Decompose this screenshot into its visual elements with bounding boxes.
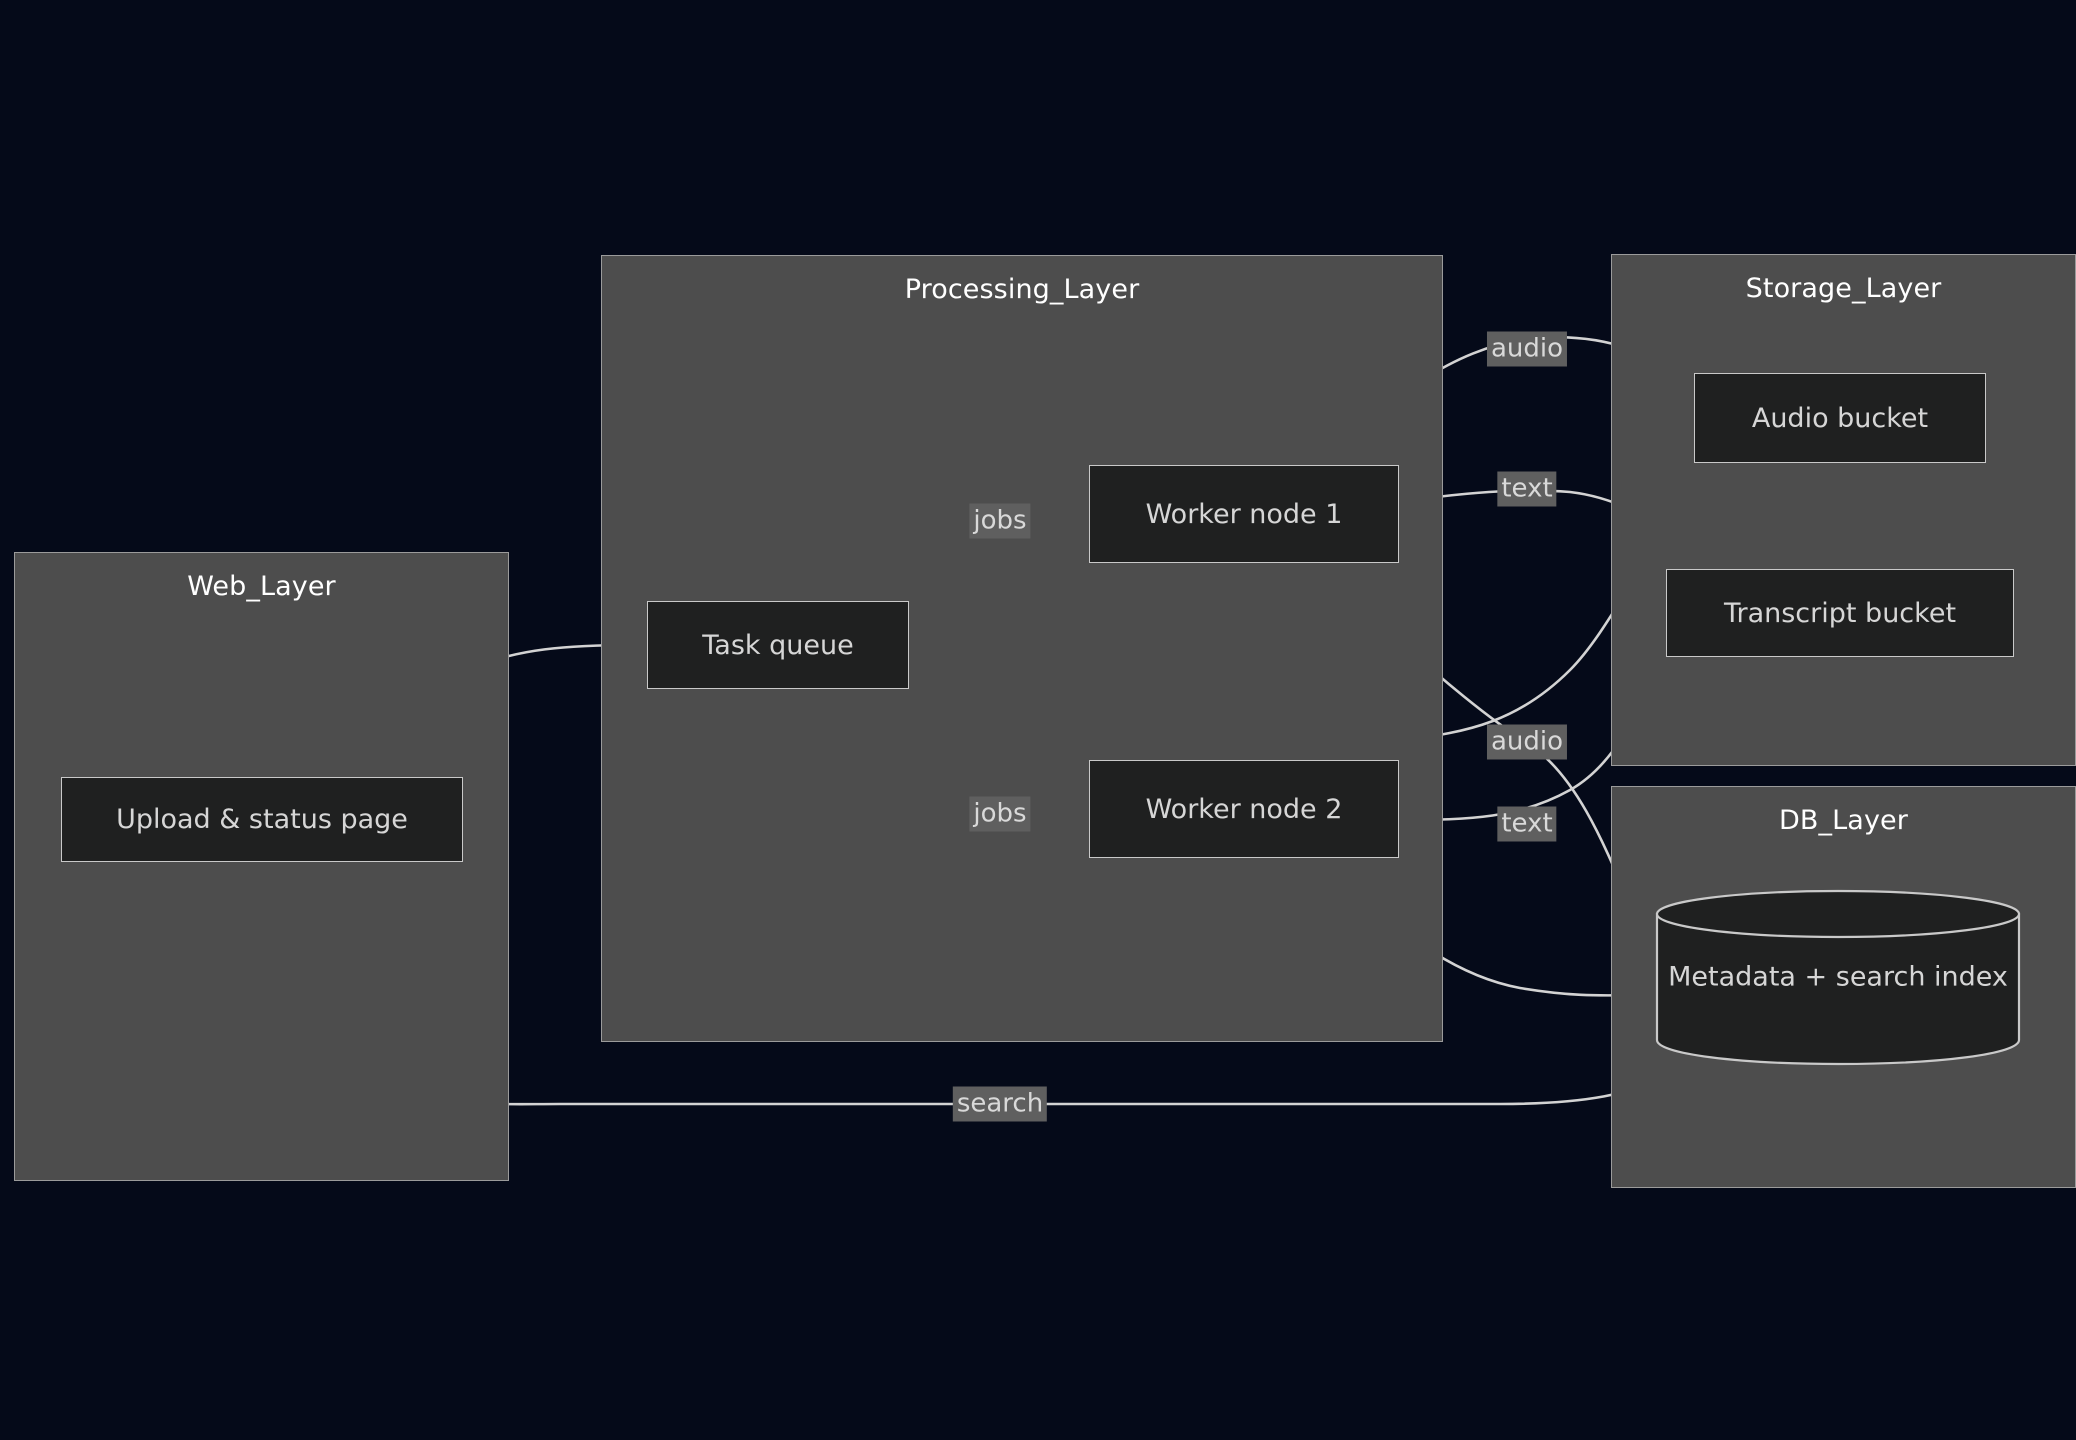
node-label-transcript-bucket: Transcript bucket [1723, 597, 1957, 629]
cluster-title-db-layer: DB_Layer [1779, 805, 1908, 836]
node-worker-node-1[interactable]: Worker node 1 [1089, 465, 1399, 563]
edge-label-jobs-bottom: jobs [969, 796, 1031, 832]
node-metadata-search-index[interactable]: Metadata + search index [1655, 888, 2021, 1066]
node-label-task-queue: Task queue [702, 629, 854, 661]
edge-label-audio-bottom: audio [1486, 724, 1568, 760]
edge-label-text-bottom: text [1497, 806, 1557, 842]
cylinder-shape [1655, 889, 2021, 1066]
edge-label-text: audio [1490, 333, 1564, 364]
edge-label-text: search [956, 1088, 1044, 1119]
node-label-worker-node-2: Worker node 2 [1145, 793, 1343, 825]
edge-label-text: text [1501, 473, 1553, 504]
edge-label-text: text [1501, 808, 1553, 839]
edge-label-text: audio [1490, 726, 1564, 757]
node-label-worker-node-1: Worker node 1 [1145, 498, 1343, 530]
node-worker-node-2[interactable]: Worker node 2 [1089, 760, 1399, 858]
edge-label-text: jobs [973, 505, 1027, 536]
edge-label-search: search [952, 1086, 1048, 1122]
cluster-title-storage-layer: Storage_Layer [1745, 273, 1942, 304]
edge-label-jobs-top: jobs [969, 503, 1031, 539]
node-audio-bucket[interactable]: Audio bucket [1694, 373, 1986, 463]
edge-label-audio-top: audio [1486, 331, 1568, 367]
node-task-queue[interactable]: Task queue [647, 601, 909, 689]
cluster-web-layer: Web_Layer [14, 552, 509, 1181]
node-label-upload-status-page: Upload & status page [116, 804, 408, 835]
edge-label-text: jobs [973, 798, 1027, 829]
edge-label-text-top: text [1497, 471, 1557, 507]
cluster-title-web-layer: Web_Layer [187, 571, 336, 602]
node-transcript-bucket[interactable]: Transcript bucket [1666, 569, 2014, 657]
node-upload-status-page[interactable]: Upload & status page [61, 777, 463, 862]
cluster-title-processing-layer: Processing_Layer [904, 274, 1140, 305]
cluster-storage-layer: Storage_Layer [1611, 254, 2076, 766]
node-label-audio-bucket: Audio bucket [1751, 402, 1929, 434]
